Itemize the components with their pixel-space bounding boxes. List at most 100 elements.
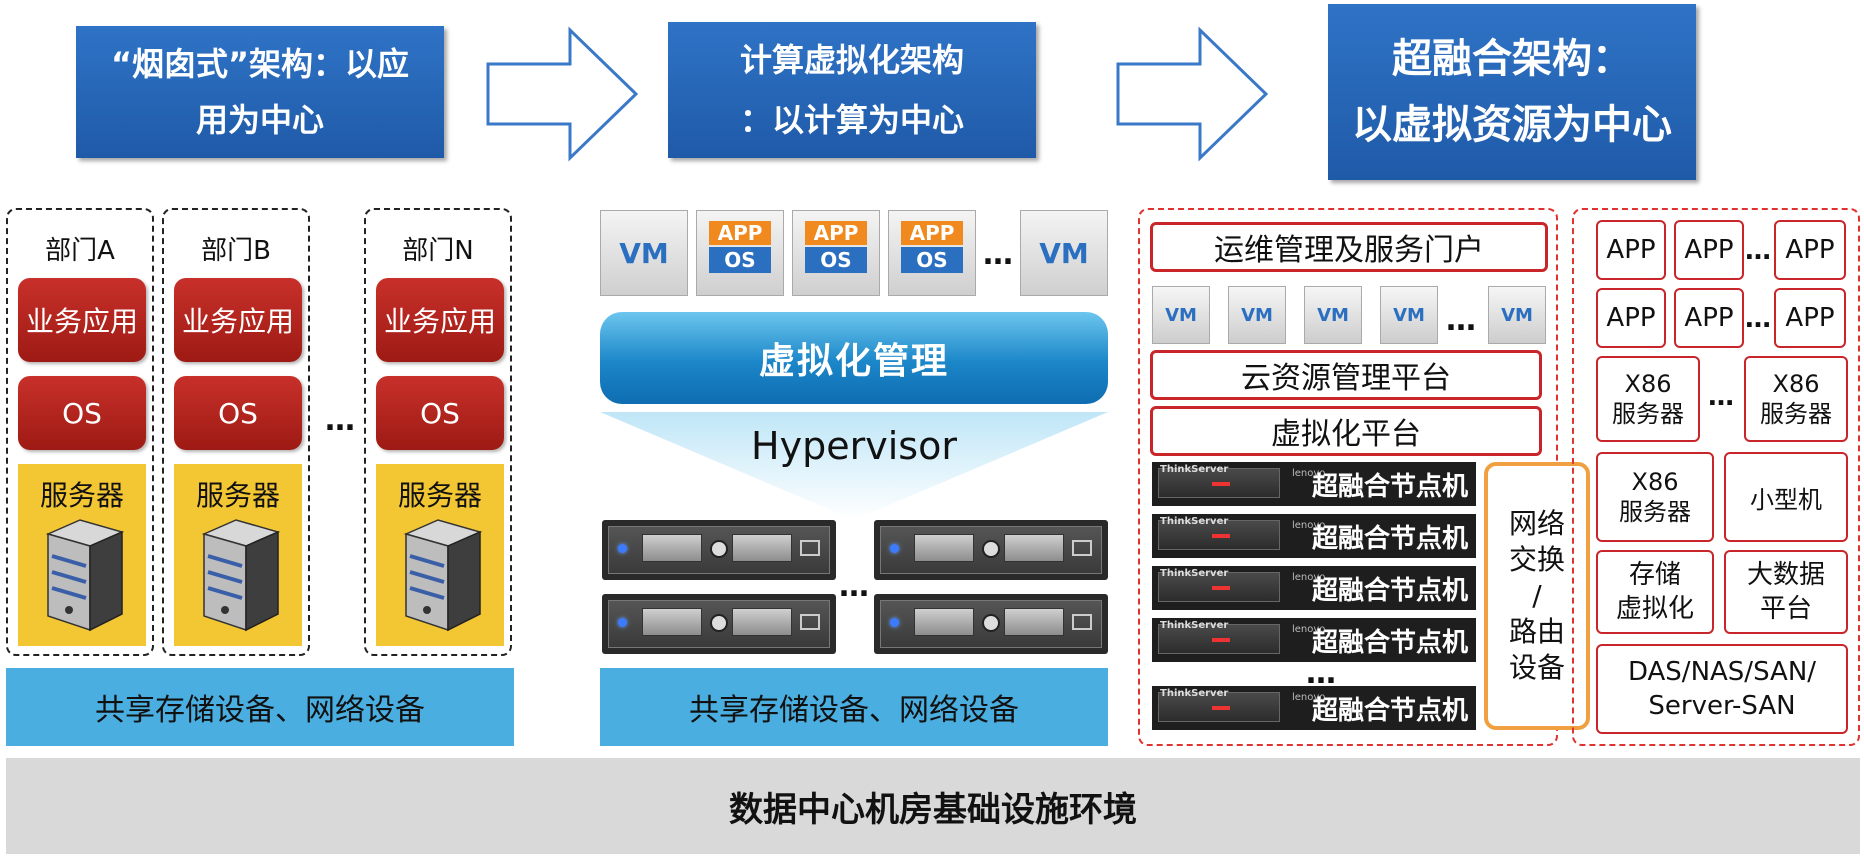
server-tower-icon [45, 519, 125, 632]
hci-node-label: 超融合节点机 [1311, 575, 1468, 606]
datacenter-infrastructure-band: 数据中心机房基础设施环境 [6, 758, 1860, 854]
os-box: OS [18, 376, 146, 450]
title-compute-virt: 计算虚拟化架构 ：以计算为中心 [668, 22, 1036, 158]
x86-line2: 服务器 [1612, 400, 1684, 428]
vm-block: VM [1488, 286, 1546, 344]
app-box: APP [1596, 220, 1666, 280]
middle-shared-storage-band: 共享存储设备、网络设备 [600, 668, 1108, 746]
hci-node: ThinkServer lenovo 超融合节点机 [1152, 514, 1476, 558]
x86-server-box: X86 服务器 [1596, 452, 1714, 542]
virtualization-management-bar: 虚拟化管理 [600, 312, 1108, 404]
hci-node-label: 超融合节点机 [1311, 695, 1468, 726]
app-box: APP [1774, 220, 1846, 280]
x86-line2: 服务器 [1760, 400, 1832, 428]
storage-types-line1: DAS/NAS/SAN/ [1627, 657, 1817, 687]
storage-virt-line2: 虚拟化 [1615, 594, 1694, 624]
network-line: 路由 [1508, 615, 1565, 648]
department-n-title: 部门N [402, 236, 474, 266]
ops-portal-box: 运维管理及服务门户 [1150, 222, 1548, 272]
storage-virtualization-box: 存储 虚拟化 [1596, 550, 1714, 634]
nodes-ellipsis: … [1306, 655, 1338, 691]
title-chimney: “烟囱式”架构：以应 用为中心 [76, 26, 444, 158]
title-chimney-line2: 用为中心 [195, 101, 324, 139]
node-brand-lenovo: lenovo [1292, 468, 1326, 479]
x86-server-box: X86 服务器 [1596, 356, 1700, 442]
business-app-box: 业务应用 [174, 278, 302, 362]
departments-ellipsis: … [325, 402, 357, 438]
node-brand-lenovo: lenovo [1292, 692, 1326, 703]
department-b-title: 部门B [201, 236, 271, 266]
bigdata-line2: 平台 [1759, 594, 1812, 624]
rack-server [602, 520, 836, 580]
storage-types-line2: Server-SAN [1648, 691, 1796, 721]
os-box: OS [174, 376, 302, 450]
vm-block: VM [1380, 286, 1438, 344]
node-brand: ThinkServer [1160, 516, 1229, 527]
vm-block: VM [600, 210, 688, 296]
hypervisor-funnel [600, 412, 1108, 520]
hypervisor-label: Hypervisor [751, 424, 957, 468]
server-box: 服务器 [174, 464, 302, 646]
app-label: APP [901, 221, 963, 245]
server-box: 服务器 [376, 464, 504, 646]
node-brand: ThinkServer [1160, 688, 1229, 699]
cloud-resource-platform-box: 云资源管理平台 [1150, 350, 1542, 400]
minicomputer-box: 小型机 [1724, 452, 1848, 542]
department-n-panel: 部门N 业务应用 OS 服务器 [364, 208, 512, 656]
app-box: APP [1674, 288, 1744, 348]
storage-types-box: DAS/NAS/SAN/ Server-SAN [1596, 644, 1848, 734]
network-line: 交换 [1508, 543, 1565, 576]
rack-server [874, 594, 1108, 654]
hci-node-label: 超融合节点机 [1311, 627, 1468, 658]
hci-node-label: 超融合节点机 [1311, 471, 1468, 502]
x86-line1: X86 [1624, 370, 1672, 398]
vm-block: VM [1152, 286, 1210, 344]
app-label: APP [805, 221, 867, 245]
arrow-right-icon [1116, 26, 1269, 162]
server-label: 服务器 [397, 479, 482, 512]
app-box: APP [1674, 220, 1744, 280]
os-box: OS [376, 376, 504, 450]
app-os-block: APP OS [696, 210, 784, 296]
x86-line2: 服务器 [1619, 498, 1691, 526]
node-brand-lenovo: lenovo [1292, 572, 1326, 583]
server-label: 服务器 [39, 479, 124, 512]
network-line: / [1532, 579, 1542, 612]
business-app-box: 业务应用 [376, 278, 504, 362]
storage-virt-line1: 存储 [1628, 560, 1681, 590]
os-label: OS [805, 247, 867, 273]
title-compute-virt-line1: 计算虚拟化架构 [739, 41, 964, 79]
left-shared-storage-band: 共享存储设备、网络设备 [6, 668, 514, 746]
x86-line1: X86 [1772, 370, 1820, 398]
title-compute-virt-line2: ：以计算为中心 [739, 101, 964, 139]
app-label: APP [709, 221, 771, 245]
hci-node: ThinkServer lenovo 超融合节点机 [1152, 686, 1476, 730]
resources-panel [1572, 208, 1860, 746]
hci-node-label: 超融合节点机 [1311, 523, 1468, 554]
bigdata-platform-box: 大数据 平台 [1724, 550, 1848, 634]
vm-block: VM [1304, 286, 1362, 344]
vm-ellipsis: … [1446, 302, 1478, 338]
title-hci: 超融合架构： 以虚拟资源为中心 [1328, 4, 1696, 180]
rack-server [602, 594, 836, 654]
arrow-right-icon [486, 26, 639, 162]
hci-node: ThinkServer lenovo 超融合节点机 [1152, 462, 1476, 506]
app-box: APP [1774, 288, 1846, 348]
datacenter-infrastructure-label: 数据中心机房基础设施环境 [729, 789, 1137, 830]
server-label: 服务器 [195, 479, 280, 512]
virtualization-platform-box: 虚拟化平台 [1150, 406, 1542, 456]
title-chimney-line1: “烟囱式”架构：以应 [110, 45, 410, 83]
os-label: OS [709, 247, 771, 273]
business-app-box: 业务应用 [18, 278, 146, 362]
department-a-title: 部门A [45, 236, 115, 266]
title-hci-line1: 超融合架构： [1392, 36, 1632, 82]
os-label: OS [901, 247, 963, 273]
vm-block: VM [1020, 210, 1108, 296]
server-box: 服务器 [18, 464, 146, 646]
servers-ellipsis: … [839, 568, 871, 604]
network-line: 设备 [1508, 651, 1565, 684]
app-os-block: APP OS [792, 210, 880, 296]
virtualization-management-label: 虚拟化管理 [758, 341, 949, 382]
vm-block: VM [1228, 286, 1286, 344]
x86-ellipsis: … [1708, 382, 1736, 412]
